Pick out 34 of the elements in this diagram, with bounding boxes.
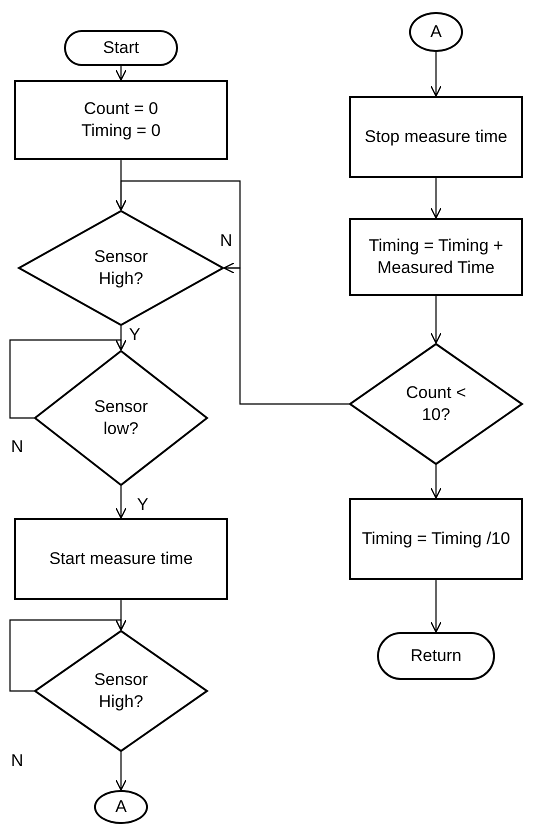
node-text: Sensor High? (93, 246, 149, 290)
node-text: Start measure time (49, 548, 193, 570)
arrow (223, 262, 349, 405)
arrow (430, 52, 442, 97)
arrow (430, 178, 442, 219)
arrow (115, 66, 127, 81)
process-box (14, 80, 228, 160)
node-text: A (430, 20, 442, 43)
node-text: Sensor low? (93, 396, 149, 440)
terminal-box (64, 30, 178, 66)
process-box (349, 498, 523, 580)
arrow (430, 296, 442, 344)
terminal-box (377, 632, 495, 680)
arrow (115, 752, 127, 791)
arrow (430, 465, 442, 499)
arrow (115, 486, 127, 519)
arrow (9, 339, 127, 419)
node-text: Stop measure time (364, 126, 508, 148)
node-text: Count = 0 Timing = 0 (80, 98, 162, 142)
process-box (349, 218, 523, 296)
node-text: Sensor High? (93, 668, 149, 713)
node-text: Timing = Timing /10 (362, 528, 510, 550)
arrow (115, 180, 241, 269)
node-text: Timing = Timing + Measured Time (368, 234, 504, 279)
process-box (349, 96, 523, 178)
node-text: Start (103, 36, 139, 59)
node-text: Return (410, 644, 462, 667)
arrow (9, 619, 127, 692)
node-text: A (115, 796, 127, 818)
process-box (14, 518, 228, 600)
connector-circle (409, 12, 463, 52)
node-text: Count < 10? (404, 382, 467, 426)
arrow (430, 580, 442, 633)
connector-circle (94, 790, 148, 824)
